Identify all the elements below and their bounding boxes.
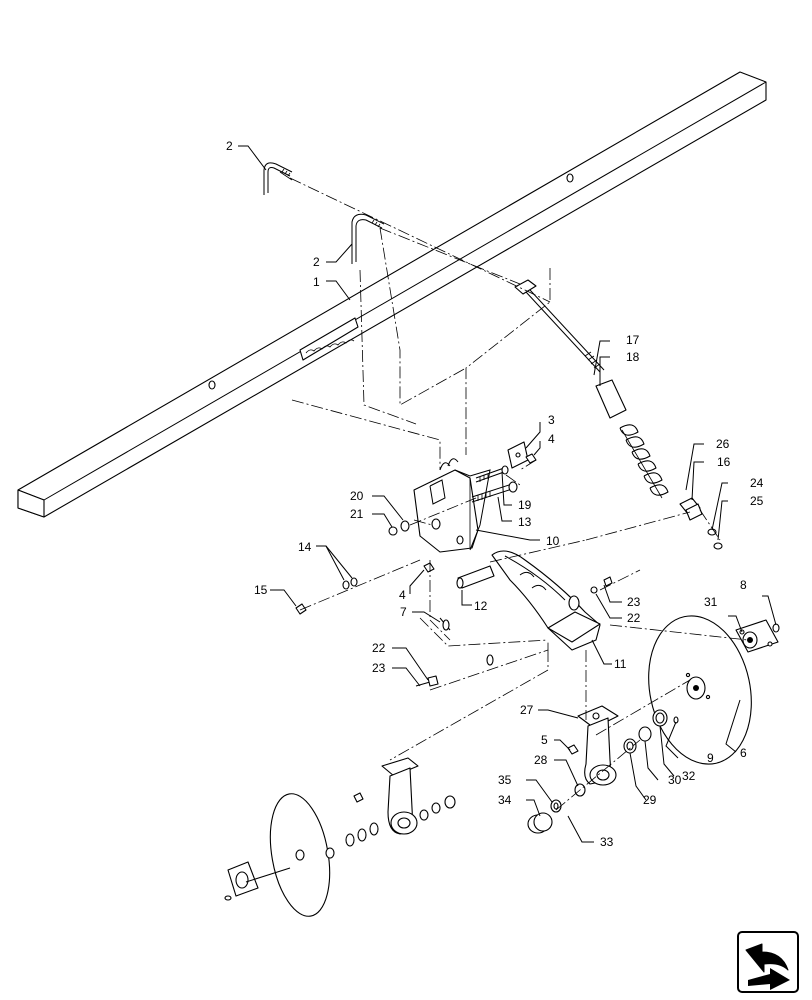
- screw-7: [439, 617, 451, 631]
- callout-19: 19: [518, 498, 532, 512]
- callout-20: 20: [350, 489, 364, 503]
- assembly-guide-lines: [289, 177, 749, 811]
- callout-16: 16: [717, 455, 731, 469]
- callout-9: 9: [707, 751, 714, 765]
- callout-33: 33: [600, 835, 614, 849]
- callout-5: 5: [541, 733, 548, 747]
- callout-18: 18: [626, 350, 640, 364]
- nut-lower: [423, 562, 435, 573]
- bearing-30: [638, 726, 652, 742]
- compression-spring: [619, 424, 669, 499]
- callout-2-upper: 2: [226, 139, 233, 153]
- lower-assembly-hub: [224, 861, 291, 901]
- swing-arm: [491, 550, 601, 651]
- callout-22-lower: 22: [372, 641, 386, 655]
- spring-rod: [514, 279, 627, 419]
- callout-1: 1: [313, 275, 320, 289]
- callout-29: 29: [643, 793, 657, 807]
- callout-30: 30: [668, 773, 682, 787]
- callout-25: 25: [750, 494, 764, 508]
- bolt-22-23-lower: [415, 675, 439, 687]
- long-bolt-13: [471, 481, 518, 503]
- dust-cap-34: [527, 812, 553, 834]
- callout-28: 28: [534, 753, 548, 767]
- callout-23-lower: 23: [372, 661, 386, 675]
- callout-2-lower: 2: [313, 255, 320, 269]
- callout-4-lower: 4: [399, 588, 406, 602]
- callout-27: 27: [520, 703, 534, 717]
- callout-17: 17: [626, 333, 640, 347]
- callout-15: 15: [254, 583, 268, 597]
- spindle-arm: [577, 705, 619, 786]
- washers-14: [342, 577, 358, 590]
- lower-assembly-disc: [269, 793, 331, 917]
- callout-14: 14: [298, 540, 312, 554]
- bolt-20-21: [388, 520, 410, 536]
- nut-5: [567, 744, 579, 755]
- callout-32: 32: [682, 769, 696, 783]
- callout-31: 31: [704, 595, 718, 609]
- clip-plate: [507, 441, 529, 469]
- callout-labels: 1 2 2 3 4 4 5 6 7 8 9 10 11 12 13 14 15 …: [226, 139, 764, 849]
- bolt-22-23-upper: [590, 576, 613, 594]
- bolt-8: [772, 623, 780, 633]
- washer-35: [550, 799, 562, 813]
- small-bolt-free: [486, 654, 494, 666]
- callout-6: 6: [740, 746, 747, 760]
- callout-4-upper: 4: [548, 432, 555, 446]
- callout-21: 21: [350, 507, 364, 521]
- callout-35: 35: [498, 773, 512, 787]
- callout-7: 7: [400, 605, 407, 619]
- washer-29: [623, 738, 637, 754]
- lower-assembly-parts: [325, 792, 456, 859]
- spacer-pipe: [456, 565, 495, 589]
- long-bolt-19: [475, 465, 509, 483]
- leader-lines: [238, 145, 777, 843]
- main-square-tube: [17, 71, 767, 518]
- u-bolt-lower: [351, 213, 385, 264]
- lower-assembly-arm: [381, 757, 419, 835]
- nut-15: [295, 603, 307, 615]
- callout-13: 13: [518, 515, 532, 529]
- u-bolt-upper: [263, 162, 293, 195]
- callout-23-upper: 23: [627, 595, 641, 609]
- callout-34: 34: [498, 793, 512, 807]
- callout-10: 10: [546, 534, 560, 548]
- callout-24: 24: [750, 476, 764, 490]
- callout-22-upper: 22: [627, 611, 641, 625]
- mounting-bracket: [413, 458, 491, 553]
- hub-housing: [735, 619, 779, 653]
- callout-12: 12: [474, 599, 488, 613]
- callout-3: 3: [548, 413, 555, 427]
- seal-32: [652, 709, 668, 727]
- callout-26: 26: [716, 437, 730, 451]
- callout-8: 8: [740, 578, 747, 592]
- next-page-arrow-icon[interactable]: [737, 931, 799, 993]
- callout-11: 11: [614, 657, 627, 671]
- spring-cup: [679, 497, 703, 521]
